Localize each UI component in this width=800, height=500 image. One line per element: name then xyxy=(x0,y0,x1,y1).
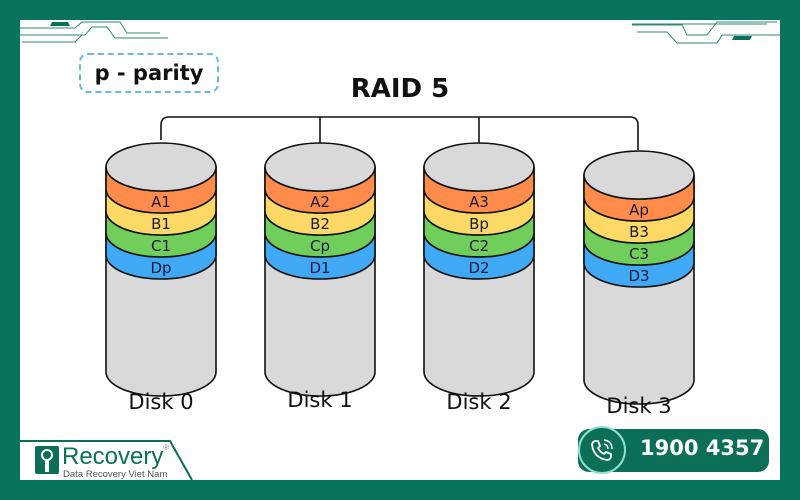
disk-label-0: Disk 0 xyxy=(128,390,194,414)
stripe-label: A3 xyxy=(469,193,489,211)
stripe-label: D2 xyxy=(468,259,489,277)
phone-icon xyxy=(578,426,626,474)
disk-top xyxy=(423,142,535,192)
disk-top xyxy=(264,142,376,192)
disk-1: D1 Cp B2 A2 xyxy=(264,142,376,397)
stripe-label: D3 xyxy=(628,267,649,285)
connector-bracket xyxy=(160,116,639,150)
disk-3: D3 C3 B3 Ap xyxy=(583,150,695,405)
disk-top xyxy=(105,142,217,192)
stripe-label: Bp xyxy=(469,215,489,233)
logo-tagline: Data Recovery Viet Nam xyxy=(63,469,168,480)
disk-label-3: Disk 3 xyxy=(606,394,672,418)
circuit-decoration-right xyxy=(632,21,780,44)
disk-label-1: Disk 1 xyxy=(287,388,353,412)
logo-name: Recovery® xyxy=(62,443,170,470)
stripe-label: A2 xyxy=(310,193,330,211)
disk-2: D2 C2 Bp A3 xyxy=(423,142,535,397)
stripe-label: Cp xyxy=(310,237,330,255)
disk-top xyxy=(583,150,695,200)
disk-label-2: Disk 2 xyxy=(446,390,512,414)
diagram-title: RAID 5 xyxy=(350,74,450,104)
stripe-label: D1 xyxy=(309,259,330,277)
stripe-label: Ap xyxy=(629,201,649,219)
stripe-label: C2 xyxy=(469,237,489,255)
phone-number[interactable]: 1900 4357 xyxy=(640,436,765,460)
parity-legend: p - parity xyxy=(79,53,219,93)
stripe-label: C1 xyxy=(151,237,171,255)
stripe-label: B2 xyxy=(310,215,330,233)
disk-0: Dp C1 B1 A1 xyxy=(105,142,217,397)
stripe-label: B3 xyxy=(629,223,649,241)
logo-tab xyxy=(20,440,193,480)
stripe-label: A1 xyxy=(151,193,171,211)
circuit-decoration-left xyxy=(20,21,168,43)
stripe-label: C3 xyxy=(629,245,649,263)
logo-icon xyxy=(35,446,59,474)
stripe-label: B1 xyxy=(151,215,171,233)
stripe-label: Dp xyxy=(150,259,171,277)
